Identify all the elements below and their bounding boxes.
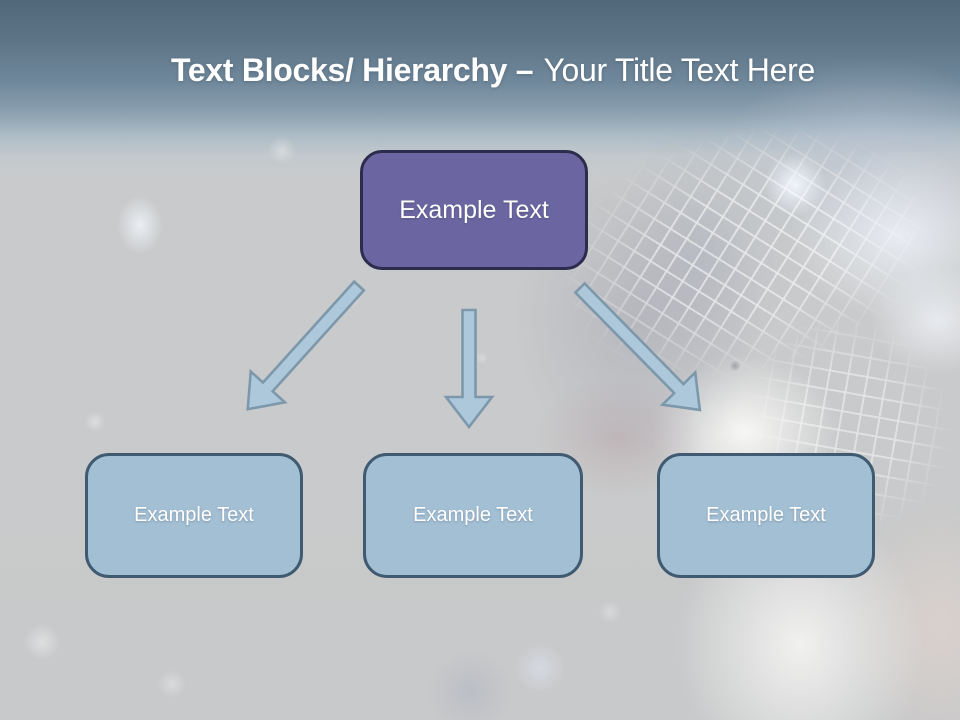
slide-title[interactable]: Text Blocks/ Hierarchy –Your Title Text …: [0, 52, 960, 89]
child-text-block-2-label: Example Text: [413, 504, 533, 526]
child-text-block-3-label: Example Text: [706, 504, 826, 526]
arrow-to-middle-child[interactable]: [443, 308, 495, 430]
root-text-block[interactable]: Example Text: [360, 150, 588, 270]
child-text-block-1-label: Example Text: [134, 504, 254, 526]
arrow-to-left-child[interactable]: [231, 271, 376, 425]
child-text-block-3[interactable]: Example Text: [657, 453, 875, 578]
root-text-block-label: Example Text: [399, 195, 549, 224]
child-text-block-2[interactable]: Example Text: [363, 453, 583, 578]
child-text-block-1[interactable]: Example Text: [85, 453, 303, 578]
slide-title-bold-segment: Text Blocks/ Hierarchy –: [171, 52, 534, 88]
arrow-to-right-child[interactable]: [564, 272, 717, 426]
slide-title-regular-segment: Your Title Text Here: [543, 52, 815, 88]
